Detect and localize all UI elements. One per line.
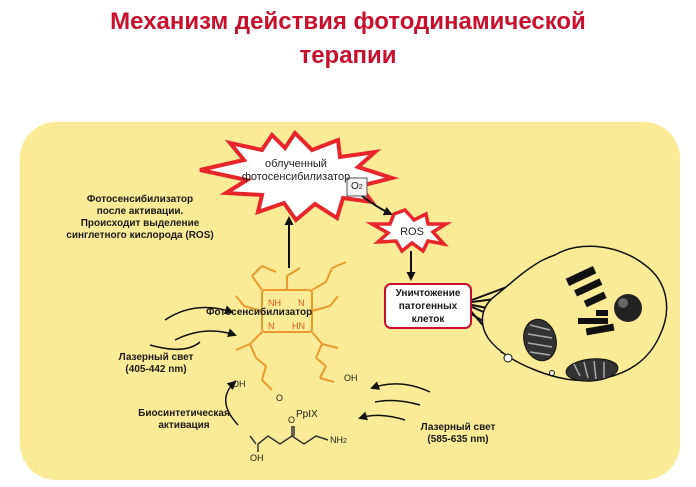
light-curve-right-3 <box>374 399 421 406</box>
light-curve-right-2 <box>370 381 431 393</box>
ala-oh: OH <box>250 453 264 463</box>
atom-n-bottom-left: N <box>268 321 275 331</box>
ppix-label: PpIX <box>296 409 318 420</box>
atom-oh-left: OH <box>232 379 246 389</box>
ros-starburst <box>365 207 453 254</box>
biosynth-curve <box>225 380 239 426</box>
light-curve-left-2 <box>174 328 237 341</box>
irradiated-ps-line-2: фотосенсибилизатор <box>241 171 351 183</box>
ala-molecule <box>249 426 329 452</box>
light-curve-right-1 <box>358 411 406 421</box>
atom-oh-right: OH <box>344 373 358 383</box>
biosynth-label: Биосинтетическая активация <box>138 408 230 431</box>
atom-n-top-right: N <box>298 298 305 308</box>
o2-box <box>346 177 368 197</box>
photosensitizer-label: Фотосенсибилизатор <box>206 307 313 318</box>
laser-right-label: Лазерный свет (585-635 nm) <box>420 422 496 445</box>
ala-o-top: O <box>288 415 296 425</box>
title-line-1: Механизм действия фотодинамической <box>110 8 586 35</box>
irradiated-ps-line-1: облученный <box>265 158 327 170</box>
vesicle-dot-2 <box>549 370 555 376</box>
arrow-to-ros <box>361 195 393 216</box>
light-curve-left-1 <box>164 305 234 321</box>
light-curve-left-3 <box>149 341 201 351</box>
o2-label: O2 <box>351 181 363 192</box>
destruction-box: Уничтожение патогенных клеток <box>384 283 472 329</box>
porphyrin-molecule <box>235 261 347 391</box>
nucleus-sphere-icon <box>614 294 642 322</box>
vesicle-dot-1 <box>503 353 513 363</box>
ala-nh2: NH2 <box>330 435 347 445</box>
irradiated-ps-starburst <box>199 129 400 223</box>
laser-left-label: Лазерный свет (405-442 nm) <box>118 352 194 375</box>
ros-label: ROS <box>400 226 424 238</box>
dna-fragments-icon <box>565 266 615 336</box>
ps-after-activation-text: Фотосенсибилизатор после активации. Прои… <box>66 194 214 241</box>
atom-hn: HN <box>292 321 305 331</box>
atom-nh-top: NH <box>268 298 281 308</box>
mitochondrion-2-icon <box>565 358 619 382</box>
mitochondrion-1-icon <box>523 318 557 362</box>
title-line-2: терапии <box>299 42 397 69</box>
atom-o-left: O <box>276 393 284 403</box>
